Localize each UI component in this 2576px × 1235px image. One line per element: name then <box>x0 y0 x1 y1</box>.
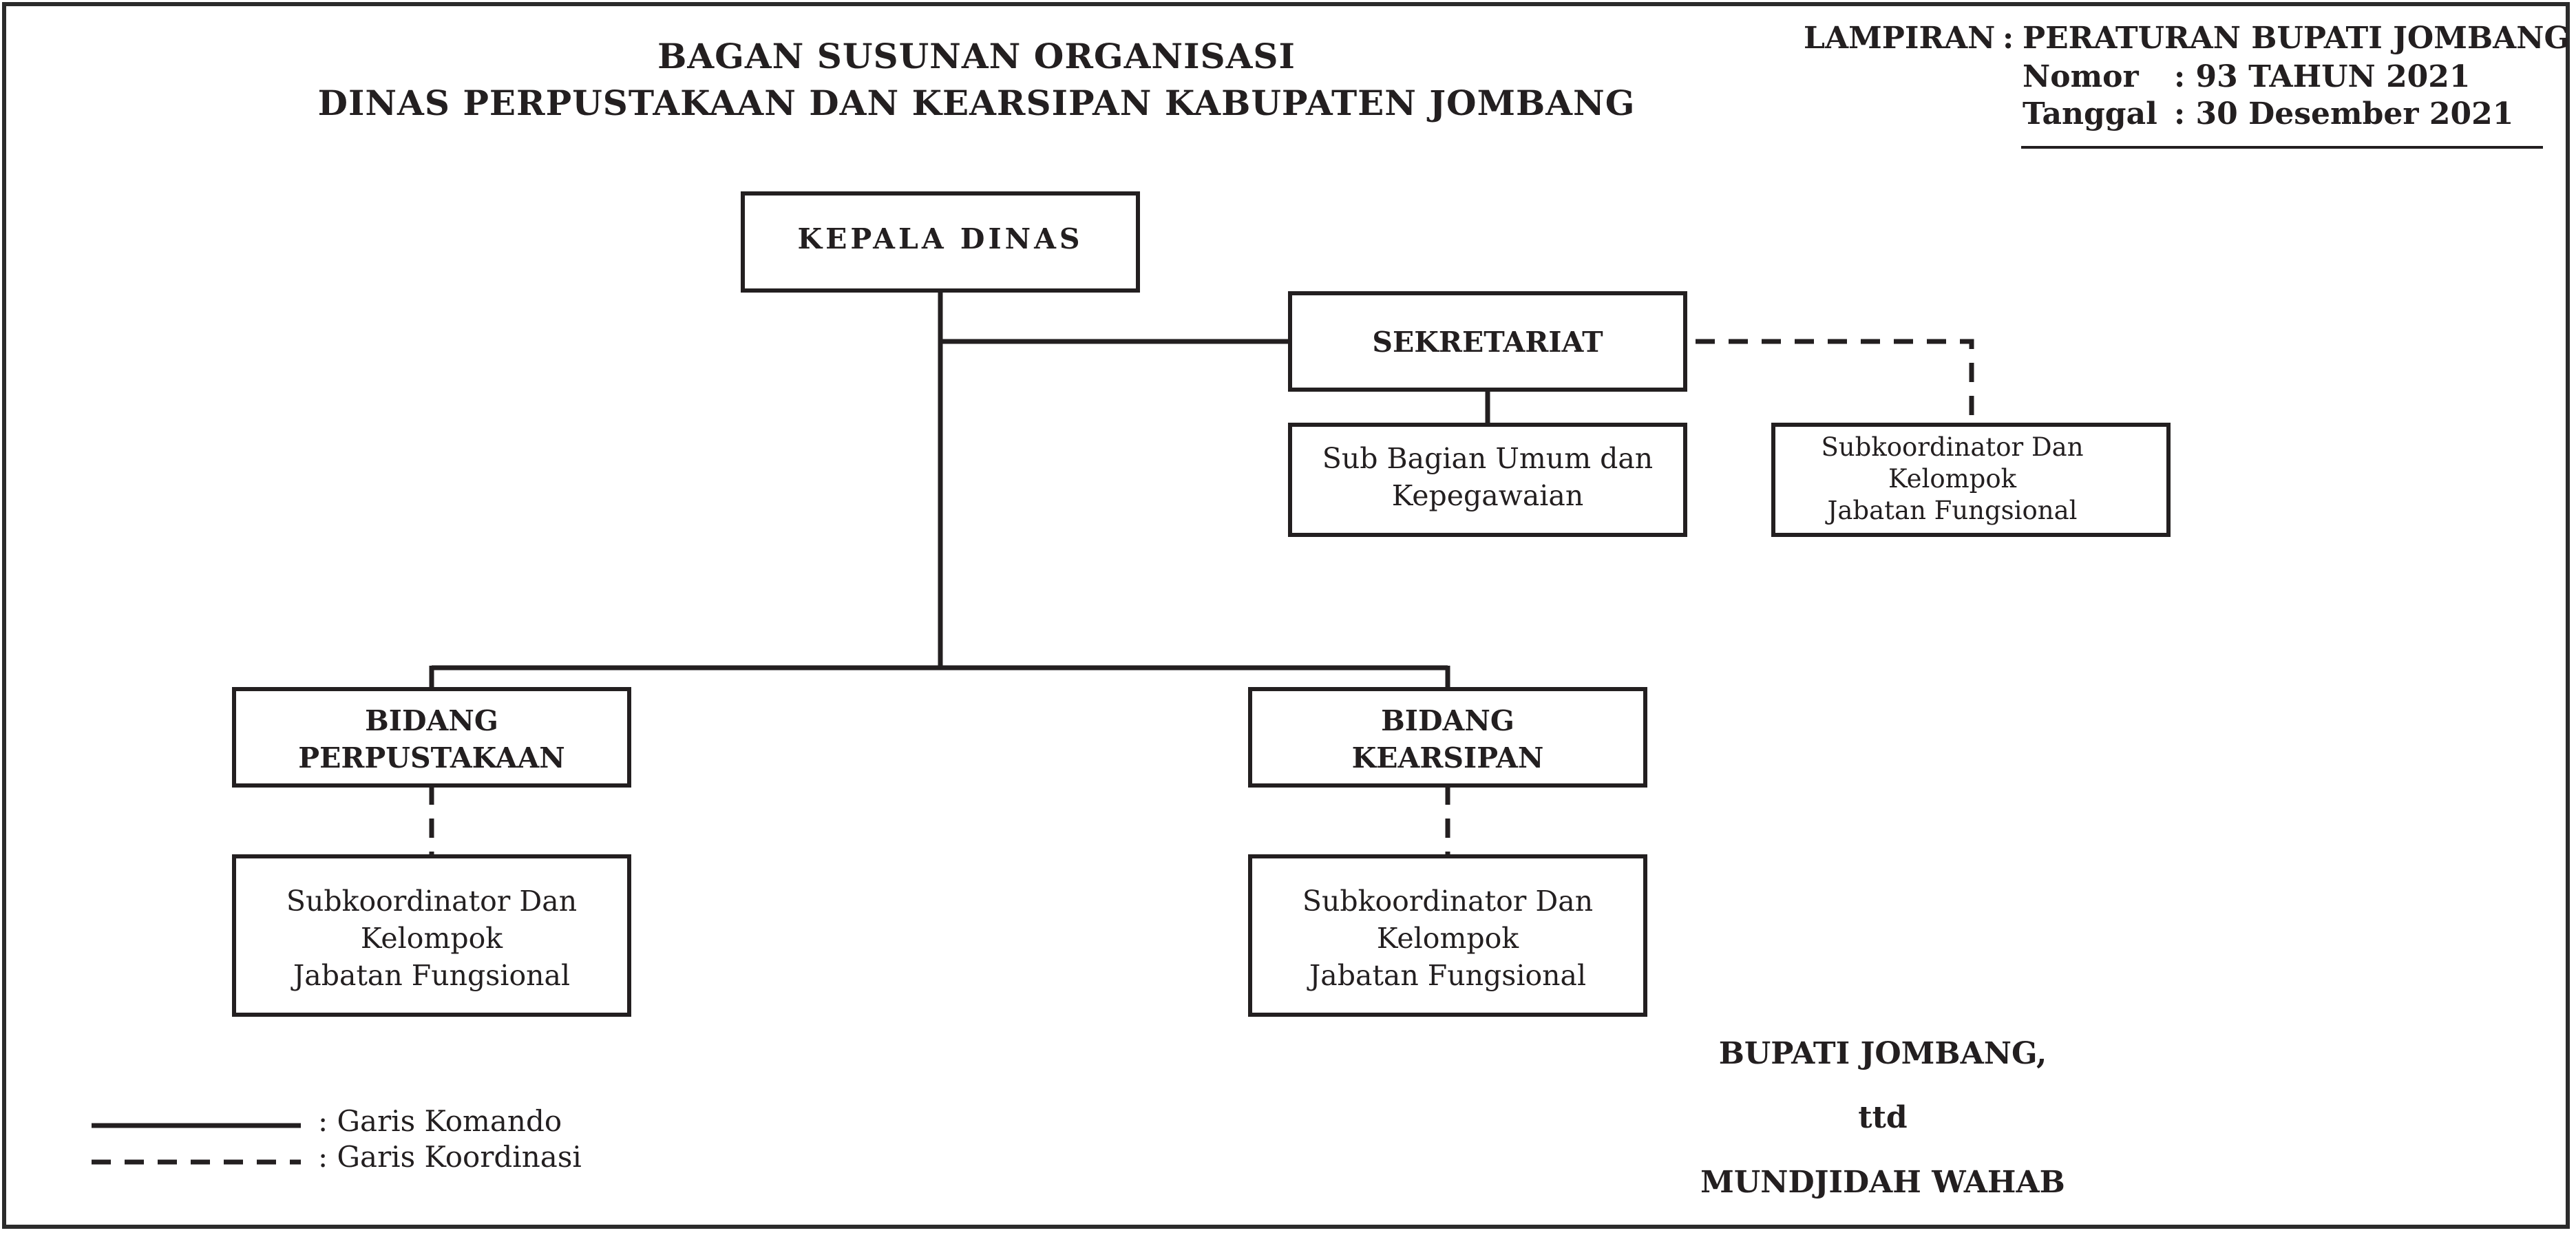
lampiran-nomor-value: : 93 TAHUN 2021 <box>2174 59 2471 94</box>
box-jf-sekretariat <box>1771 423 2171 537</box>
jf-kearsipan-label: Subkoordinator Dan Kelompok Jabatan Fung… <box>1302 885 1594 992</box>
kepala-dinas-label: KEPALA DINAS <box>797 222 1084 255</box>
legend-komando-label: : Garis Komando <box>318 1104 562 1138</box>
bidang-kearsipan-label: BIDANG KEARSIPAN <box>1351 704 1544 774</box>
signature-name: MUNDJIDAH WAHAB <box>1700 1165 2065 1200</box>
title-line-1: BAGAN SUSUNAN ORGANISASI <box>657 36 1296 76</box>
subbag-umum-label: Sub Bagian Umum dan Kepegawaian <box>1322 442 1654 512</box>
jf-sekretariat-label: Subkoordinator Dan Kelompok Jabatan Fung… <box>1821 432 2084 525</box>
signature-office: BUPATI JOMBANG, <box>1718 1036 2047 1071</box>
legend-koordinasi-label: : Garis Koordinasi <box>318 1140 582 1174</box>
lampiran-regulation: PERATURAN BUPATI JOMBANG <box>2023 21 2570 56</box>
title-line-2: DINAS PERPUSTAKAAN DAN KEARSIPAN KABUPAT… <box>317 83 1636 123</box>
lampiran-nomor-label: Nomor <box>2023 59 2139 94</box>
jf-perpustakaan-label: Subkoordinator Dan Kelompok Jabatan Fung… <box>286 885 578 992</box>
sekretariat-label: SEKRETARIAT <box>1372 326 1603 359</box>
lampiran-label: LAMPIRAN <box>1804 21 1996 56</box>
bidang-perpustakaan-label: BIDANG PERPUSTAKAAN <box>298 704 565 774</box>
signature-ttd: ttd <box>1858 1100 1908 1135</box>
coordination-line-sekretariat-jf <box>1696 339 1974 425</box>
lampiran-tanggal-value: : 30 Desember 2021 <box>2174 96 2514 131</box>
lampiran-separator: : <box>2003 21 2014 56</box>
lampiran-tanggal-label: Tanggal <box>2023 96 2157 131</box>
